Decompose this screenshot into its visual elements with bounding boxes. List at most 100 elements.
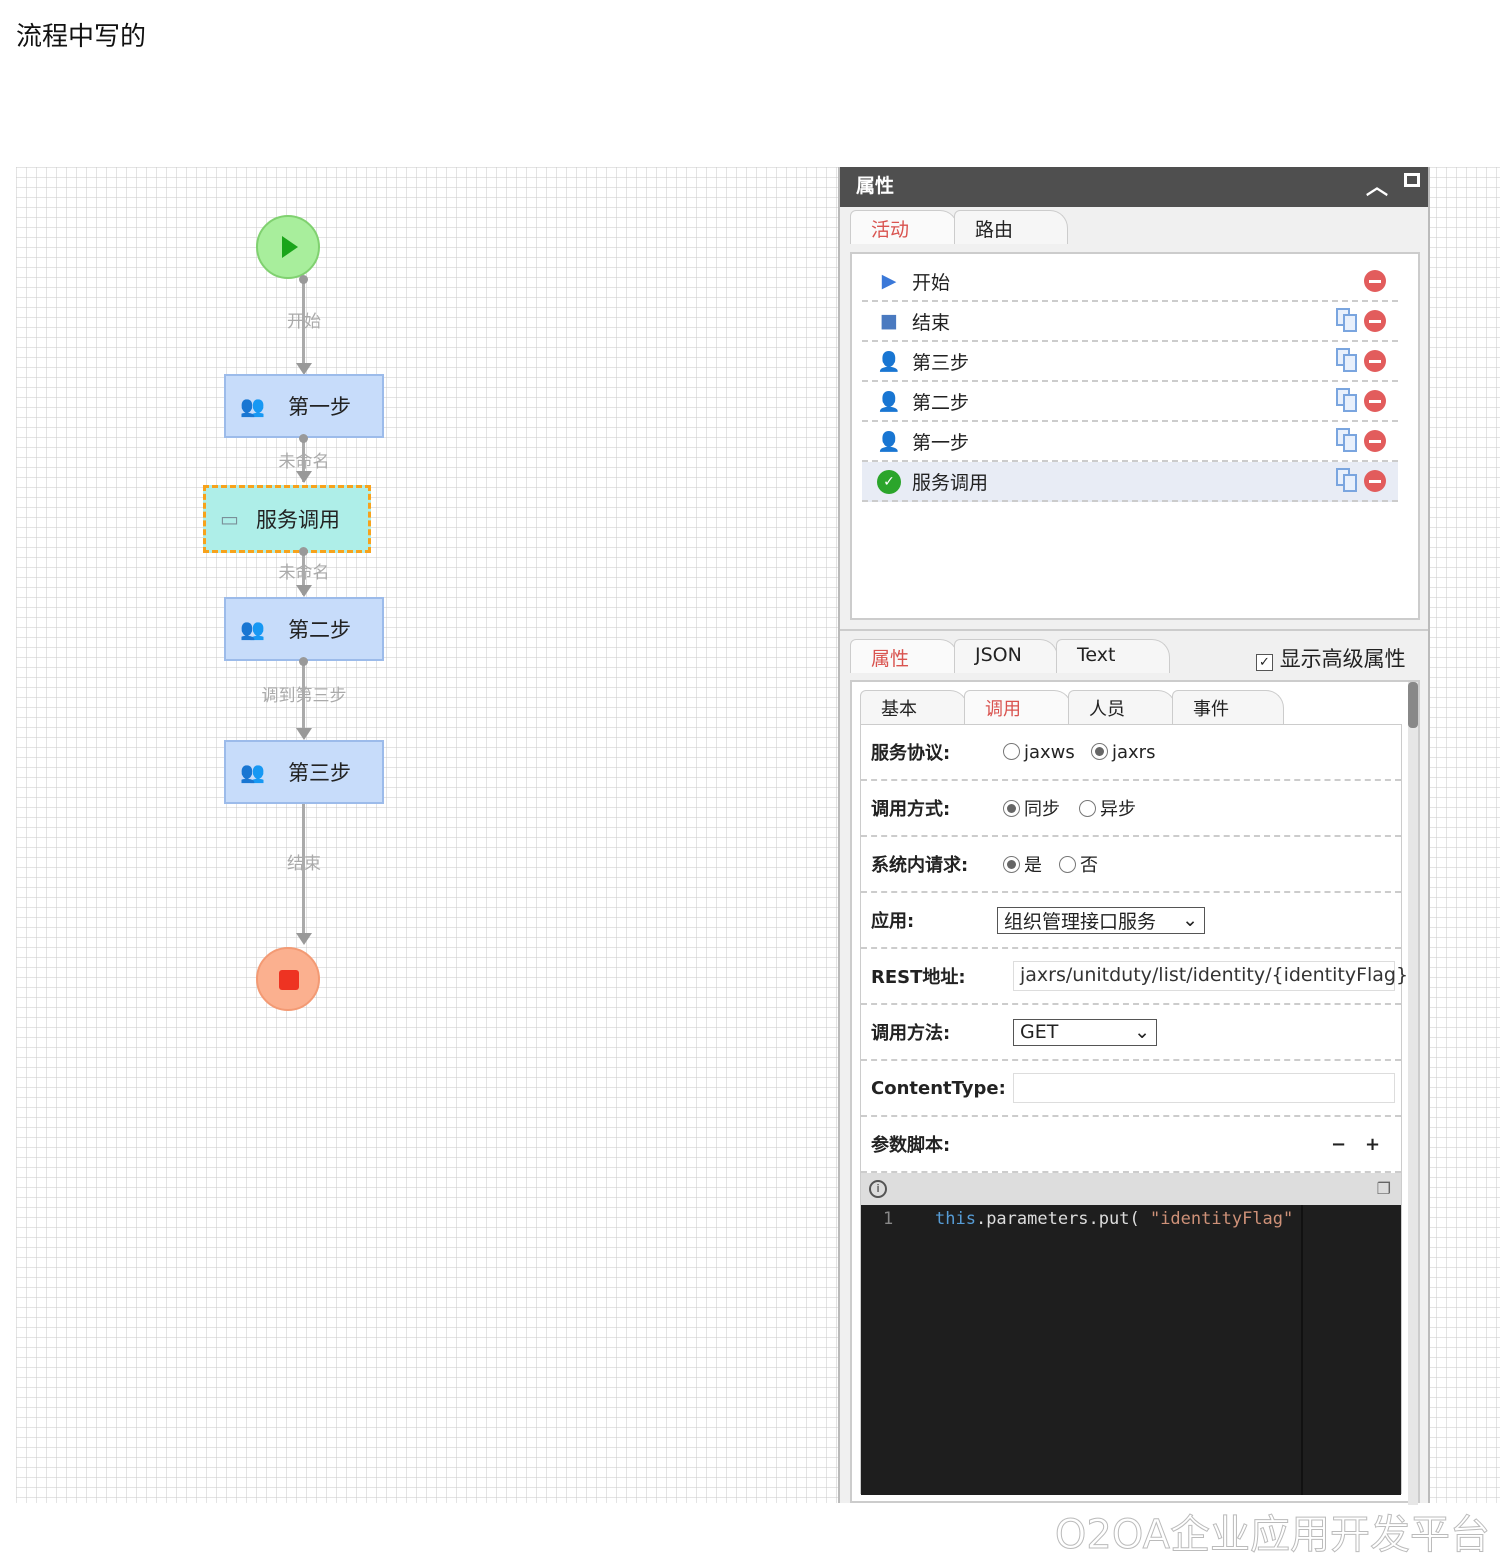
radio-sync[interactable]: 同步 <box>1003 795 1060 821</box>
route-label[interactable]: 调到第三步 <box>261 686 347 706</box>
item-label: 第二步 <box>912 391 970 414</box>
user-icon: 👤 <box>877 390 901 413</box>
item-label: 开始 <box>912 271 951 294</box>
subtab-basic[interactable]: 基本 <box>860 690 968 724</box>
select-value: 组织管理接口服务 <box>1004 910 1157 933</box>
code-editor[interactable]: 1 this.parameters.put( "identityFlag" <box>861 1205 1401 1495</box>
tab-text[interactable]: Text <box>1056 639 1170 673</box>
radio-label: 否 <box>1080 855 1098 876</box>
radio-jaxrs[interactable]: jaxrs <box>1091 742 1155 763</box>
collapse-script-button[interactable]: − <box>1331 1133 1347 1155</box>
users-icon: 👥 <box>240 760 265 784</box>
node-label: 服务调用 <box>256 508 340 532</box>
copy-icon[interactable] <box>1336 348 1358 372</box>
list-item-selected[interactable]: ✓服务调用 <box>862 462 1398 502</box>
activity-node-step1[interactable]: 👥第一步 <box>224 374 384 438</box>
list-item[interactable]: ■ 结束 <box>862 302 1398 342</box>
maximize-icon[interactable] <box>1404 173 1420 187</box>
start-triangle-icon: ▶ <box>881 270 897 292</box>
line-number: 1 <box>883 1209 894 1229</box>
panel-header: 属性 ︿ <box>840 167 1428 207</box>
route-label[interactable]: 未命名 <box>278 452 330 472</box>
list-item[interactable]: 👤 第二步 <box>862 382 1398 422</box>
route-label[interactable]: 开始 <box>287 312 321 332</box>
expand-script-button[interactable]: + <box>1365 1133 1381 1155</box>
radio-jaxws[interactable]: jaxws <box>1003 742 1075 763</box>
route-label[interactable]: 未命名 <box>278 563 330 583</box>
activity-list: ▶ 开始 ■ 结束 👤第三步 👤 第二步 👤 第一步 ✓服务调用 <box>850 252 1420 620</box>
radio-label: 是 <box>1024 855 1042 876</box>
delete-icon[interactable] <box>1364 470 1386 492</box>
tab-json[interactable]: JSON <box>954 639 1058 673</box>
user-icon: 👤 <box>877 350 901 373</box>
node-label: 第三步 <box>288 761 351 785</box>
content-type-input[interactable] <box>1013 1073 1395 1103</box>
field-label: REST地址: <box>871 967 966 988</box>
editor-toolbar: i ❐ <box>861 1173 1401 1205</box>
delete-icon[interactable] <box>1364 390 1386 412</box>
field-label: 调用方法: <box>871 1023 951 1044</box>
tab-routes[interactable]: 路由 <box>954 210 1068 244</box>
show-advanced-label: 显示高级属性 <box>1279 647 1406 671</box>
delete-icon[interactable] <box>1364 310 1386 332</box>
route-label[interactable]: 结束 <box>287 854 321 874</box>
page-title: 流程中写的 <box>16 22 147 52</box>
item-label: 服务调用 <box>912 471 989 494</box>
collapse-icon[interactable]: ︿ <box>1365 175 1388 200</box>
users-icon: 👥 <box>240 617 265 641</box>
field-label: 参数脚本: <box>871 1135 951 1156</box>
activity-node-step3[interactable]: 👥 第三步 <box>224 740 384 804</box>
app-select[interactable]: 组织管理接口服务 ⌄ <box>997 906 1205 934</box>
item-label: 第一步 <box>912 431 970 454</box>
activity-node-service[interactable]: ▭ 服务调用 <box>203 485 371 553</box>
end-square-icon: ■ <box>880 310 898 332</box>
scrollbar[interactable] <box>1408 682 1418 1505</box>
list-item[interactable]: ▶ 开始 <box>862 262 1398 302</box>
code-string: "identityFlag" <box>1149 1209 1294 1229</box>
radio-label: 同步 <box>1024 799 1060 820</box>
info-icon[interactable]: i <box>869 1180 887 1198</box>
watermark: O2OA企业应用开发平台 <box>1054 1512 1490 1559</box>
subtab-invoke[interactable]: 调用 <box>964 690 1072 724</box>
method-select[interactable]: GET⌄ <box>1013 1018 1157 1046</box>
start-node[interactable] <box>256 215 320 279</box>
property-form: 基本 调用 人员 事件 服务协议: jaxws jaxrs 调用方式: 同步 异… <box>850 680 1420 1505</box>
field-label: ContentType: <box>871 1077 1006 1099</box>
show-advanced-checkbox[interactable]: ✓ 显示高级属性 <box>1256 643 1406 673</box>
user-icon: 👤 <box>877 430 901 453</box>
panel-title: 属性 <box>856 175 895 197</box>
radio-no[interactable]: 否 <box>1059 851 1098 877</box>
radio-label: jaxrs <box>1112 741 1156 763</box>
field-label: 调用方式: <box>871 799 951 820</box>
rest-address-input[interactable]: jaxrs/unitduty/list/identity/{identityFl… <box>1013 961 1408 991</box>
radio-async[interactable]: 异步 <box>1079 795 1136 821</box>
radio-label: jaxws <box>1024 741 1075 763</box>
copy-icon[interactable] <box>1336 308 1358 332</box>
delete-icon[interactable] <box>1364 430 1386 452</box>
delete-icon[interactable] <box>1364 350 1386 372</box>
tab-activities[interactable]: 活动 <box>850 210 958 244</box>
copy-icon[interactable] <box>1336 468 1358 492</box>
tab-properties[interactable]: 属性 <box>850 639 958 673</box>
list-item[interactable]: 👤第三步 <box>862 342 1398 382</box>
node-label: 第一步 <box>288 395 351 419</box>
radio-yes[interactable]: 是 <box>1003 851 1042 877</box>
play-icon <box>282 236 298 258</box>
end-node[interactable] <box>256 947 320 1011</box>
subtab-people[interactable]: 人员 <box>1068 690 1176 724</box>
list-item[interactable]: 👤 第一步 <box>862 422 1398 462</box>
window-icon: ▭ <box>220 507 239 531</box>
activity-node-step2[interactable]: 👥第二步 <box>224 597 384 661</box>
subtab-events[interactable]: 事件 <box>1172 690 1284 724</box>
delete-icon[interactable] <box>1364 270 1386 292</box>
chevron-down-icon: ⌄ <box>1182 909 1198 931</box>
select-value: GET <box>1020 1021 1059 1043</box>
copy-icon[interactable] <box>1336 388 1358 412</box>
code-line: this.parameters.put( "identityFlag" <box>935 1209 1301 1229</box>
item-label: 结束 <box>912 311 951 334</box>
field-label: 应用: <box>871 911 915 932</box>
copy-icon[interactable] <box>1336 428 1358 452</box>
field-label: 服务协议: <box>871 743 951 764</box>
window-restore-icon[interactable]: ❐ <box>1376 1179 1391 1198</box>
code-keyword: this <box>935 1209 976 1229</box>
